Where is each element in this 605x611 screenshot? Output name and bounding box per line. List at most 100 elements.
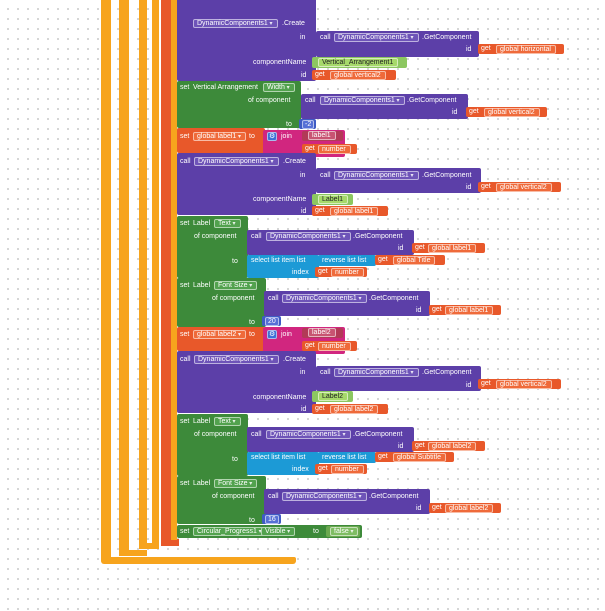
id-label: id: [466, 382, 472, 389]
component-type-label: Label: [193, 480, 211, 487]
call-label: call: [268, 295, 279, 302]
variable-chip[interactable]: global label2: [445, 504, 494, 513]
dyn-chip[interactable]: DynamicComponents1: [194, 157, 279, 166]
reverse-list-block[interactable]: [318, 452, 376, 463]
set-label: set: [180, 282, 190, 289]
id-label: id: [301, 208, 307, 215]
variable-chip[interactable]: global vertical2: [484, 108, 540, 117]
get-label: get: [415, 244, 425, 251]
number-value[interactable]: -2: [302, 120, 315, 129]
component-chip[interactable]: Circular_Progress1: [193, 527, 267, 536]
create-label: .Create: [283, 356, 306, 363]
to-label: to: [249, 133, 255, 140]
variable-chip[interactable]: number: [331, 465, 364, 474]
number-value[interactable]: 20: [265, 317, 279, 326]
variable-chip[interactable]: global vertical2: [496, 380, 552, 389]
get-component-label: .GetComponent: [353, 431, 403, 438]
id-label: id: [301, 72, 307, 79]
property-chip[interactable]: Text: [214, 219, 241, 228]
variable-chip[interactable]: global Title: [393, 256, 436, 265]
text-value[interactable]: Label1: [318, 195, 349, 204]
variable-chip[interactable]: global Subtitle: [393, 453, 446, 462]
dyn-chip[interactable]: DynamicComponents1: [334, 33, 419, 42]
dyn-chip[interactable]: DynamicComponents1: [266, 232, 351, 241]
select-list-item-label: select list item list: [251, 454, 306, 461]
in-label: in: [300, 34, 306, 41]
variable-chip[interactable]: global label2: [330, 405, 379, 414]
get-block[interactable]: get global vertical2: [312, 70, 396, 80]
dyn-chip[interactable]: DynamicComponents1: [282, 492, 367, 501]
variable-chip[interactable]: number: [318, 342, 351, 351]
variable-chip[interactable]: global label2: [428, 442, 477, 451]
block-frame-2-arm: [119, 550, 147, 556]
to-label: to: [249, 319, 255, 326]
text-value[interactable]: Vertical_Arrangement1: [318, 58, 399, 67]
get-block[interactable]: get global label2: [312, 404, 388, 414]
dyn-chip[interactable]: DynamicComponents1: [320, 96, 405, 105]
dyn-chip[interactable]: DynamicComponents1: [193, 19, 278, 28]
select-list-item-block[interactable]: [247, 255, 319, 278]
variable-chip[interactable]: number: [331, 268, 364, 277]
dyn-chip[interactable]: DynamicComponents1: [334, 171, 419, 180]
get-component-label: .GetComponent: [422, 172, 472, 179]
property-chip[interactable]: Font Size: [214, 479, 258, 488]
property-chip[interactable]: Width: [263, 83, 295, 92]
get-label: get: [315, 405, 325, 412]
variable-chip[interactable]: global label2: [193, 330, 246, 339]
reverse-list-label: reverse list list: [322, 257, 367, 264]
get-label: get: [315, 71, 325, 78]
variable-chip[interactable]: number: [318, 145, 351, 154]
get-label: get: [415, 442, 425, 449]
block-frame-5-arm: [161, 539, 179, 546]
variable-chip[interactable]: global label1: [428, 244, 477, 253]
dyn-chip[interactable]: DynamicComponents1: [266, 430, 351, 439]
variable-chip[interactable]: global label1: [330, 207, 379, 216]
call-label: call: [251, 431, 262, 438]
get-label: get: [318, 465, 328, 472]
dyn-chip[interactable]: DynamicComponents1: [194, 355, 279, 364]
id-label: id: [301, 406, 307, 413]
select-list-item-block[interactable]: [247, 452, 319, 475]
create-block-1[interactable]: [177, 0, 316, 81]
number-value[interactable]: 16: [265, 515, 279, 524]
text-value[interactable]: Label2: [318, 392, 349, 401]
boolean-value[interactable]: false: [330, 527, 359, 536]
get-component-label: .GetComponent: [407, 97, 457, 104]
id-label: id: [452, 109, 458, 116]
variable-chip[interactable]: global horizontal: [496, 45, 556, 54]
string-value[interactable]: label2: [308, 328, 336, 337]
variable-chip[interactable]: global label1: [445, 306, 494, 315]
gear-icon[interactable]: ⚙: [267, 132, 278, 141]
variable-chip[interactable]: global vertical2: [496, 183, 552, 192]
dyn-chip[interactable]: DynamicComponents1: [334, 368, 419, 377]
variable-chip[interactable]: global vertical2: [330, 71, 386, 80]
get-component-label: .GetComponent: [353, 233, 403, 240]
component-type-label: Label: [193, 282, 211, 289]
gear-icon[interactable]: ⚙: [267, 330, 278, 339]
select-list-item-label: select list item list: [251, 257, 306, 264]
string-value[interactable]: label1: [308, 131, 336, 140]
reverse-list-block[interactable]: [318, 255, 376, 266]
get-component-label: .GetComponent: [422, 34, 472, 41]
dyn-chip[interactable]: DynamicComponents1: [282, 294, 367, 303]
property-chip[interactable]: Font Size: [214, 281, 258, 290]
property-chip[interactable]: Visible: [261, 527, 296, 536]
property-chip[interactable]: Text: [214, 417, 241, 426]
variable-chip[interactable]: global label1: [193, 132, 246, 141]
of-component-label: of component: [212, 295, 255, 302]
